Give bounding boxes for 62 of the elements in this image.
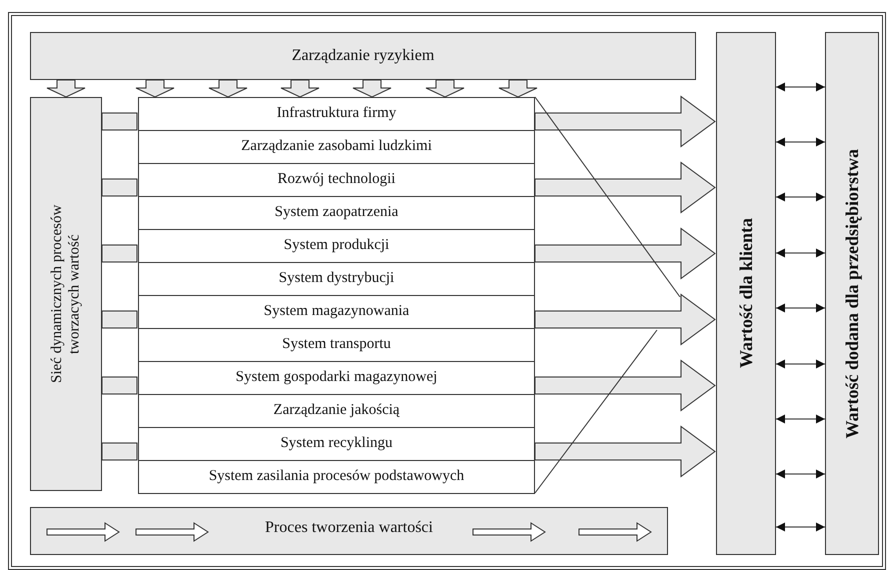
block-arrow bbox=[498, 80, 538, 98]
double-arrow bbox=[776, 82, 826, 92]
process-row bbox=[138, 427, 535, 461]
process-row bbox=[138, 394, 535, 428]
row-label: System produkcji bbox=[284, 237, 390, 255]
band-title: Zarządzanie ryzykiem bbox=[292, 46, 434, 66]
process-row bbox=[138, 262, 535, 296]
double-arrow bbox=[776, 304, 826, 312]
block-arrow bbox=[534, 96, 716, 148]
panel-title: Wartość dla klienta bbox=[736, 218, 756, 368]
block-arrow bbox=[46, 80, 86, 98]
process-row bbox=[138, 328, 535, 362]
row-label: System transportu bbox=[282, 336, 391, 354]
process-row bbox=[138, 163, 535, 197]
block-arrow bbox=[208, 80, 248, 98]
row-label: System recyklingu bbox=[280, 435, 393, 453]
block-arrow bbox=[426, 80, 464, 98]
connector-band bbox=[102, 376, 138, 394]
process-row bbox=[138, 295, 535, 329]
block-arrow bbox=[534, 162, 716, 214]
double-arrow bbox=[776, 192, 826, 202]
header-band bbox=[30, 32, 696, 80]
row-label: System dystrybucji bbox=[278, 270, 394, 288]
connector-band bbox=[102, 244, 138, 262]
value-panel bbox=[716, 32, 776, 555]
block-arrow bbox=[534, 294, 716, 346]
row-label: Infrastruktura firmy bbox=[276, 105, 396, 123]
value-panel bbox=[825, 32, 879, 555]
side-panel bbox=[30, 97, 102, 491]
double-arrow bbox=[776, 470, 826, 478]
process-row bbox=[138, 196, 535, 230]
row-label: System magazynowania bbox=[264, 303, 410, 321]
process-row bbox=[138, 460, 535, 494]
connector-band bbox=[102, 178, 138, 196]
double-arrow bbox=[776, 360, 826, 368]
connector-band bbox=[102, 442, 138, 460]
block-arrow bbox=[534, 426, 716, 478]
panel-title: Sieć dynamicznych procesów tworzacych wartość bbox=[48, 204, 83, 386]
row-label: System zasilania procesów podstawowych bbox=[208, 468, 464, 486]
block-arrow bbox=[280, 80, 320, 98]
block-arrow bbox=[534, 360, 716, 412]
double-arrow bbox=[776, 138, 826, 146]
row-label: Zarządzanie zasobami ludzkimi bbox=[241, 138, 432, 156]
band-title: Proces tworzenia wartości bbox=[265, 518, 433, 538]
connector-band bbox=[102, 310, 138, 328]
panel-title: Wartość dodana dla przedsiębiorstwa bbox=[842, 148, 862, 438]
process-row bbox=[138, 97, 535, 131]
double-arrow bbox=[776, 248, 826, 258]
row-label: System gospodarki magazynowej bbox=[236, 369, 438, 387]
process-row bbox=[138, 229, 535, 263]
block-arrow bbox=[534, 228, 716, 280]
process-band bbox=[30, 507, 668, 555]
double-arrow bbox=[776, 414, 826, 424]
row-label: Rozwój technologii bbox=[278, 171, 396, 189]
process-row bbox=[138, 130, 535, 164]
double-arrow bbox=[776, 522, 826, 532]
row-label: Zarządzanie jakością bbox=[273, 402, 400, 420]
block-arrow bbox=[352, 80, 392, 98]
row-label: System zaopatrzenia bbox=[274, 204, 398, 222]
connector-band bbox=[102, 112, 138, 130]
block-arrow bbox=[136, 80, 174, 98]
process-row bbox=[138, 361, 535, 395]
